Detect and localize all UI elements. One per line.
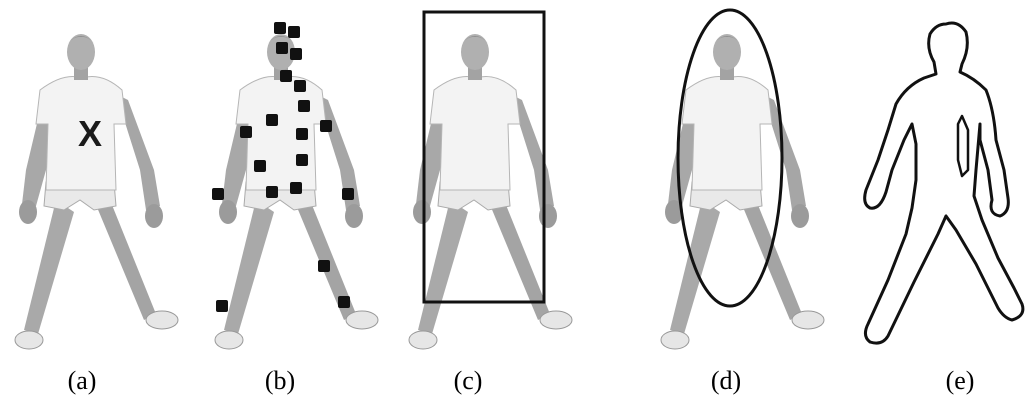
panel-e [865,23,1023,343]
joint-point [274,22,286,34]
joint-point [240,126,252,138]
joint-point [294,80,306,92]
joint-point [290,48,302,60]
joint-point [318,260,330,272]
caption-e: (e) [920,366,1000,396]
caption-d: (d) [686,366,766,396]
joint-point [212,188,224,200]
arm-gap-contour [958,116,968,176]
joint-point [266,114,278,126]
joint-point [296,154,308,166]
joint-point [216,300,228,312]
joint-point [266,186,278,198]
joint-point [320,120,332,132]
caption-c: (c) [428,366,508,396]
joint-point [254,160,266,172]
joint-point [290,182,302,194]
joint-point [338,296,350,308]
joint-point [288,26,300,38]
panel-a: X [15,34,178,349]
contour-outline [865,23,1023,343]
person-silhouette-a [15,34,178,349]
caption-a: (a) [42,366,122,396]
joint-point [298,100,310,112]
joint-point [280,70,292,82]
joint-point [276,42,288,54]
panel-b [212,22,378,349]
caption-b: (b) [240,366,320,396]
joint-point [342,188,354,200]
joint-point [296,128,308,140]
centroid-marker: X [78,113,102,154]
